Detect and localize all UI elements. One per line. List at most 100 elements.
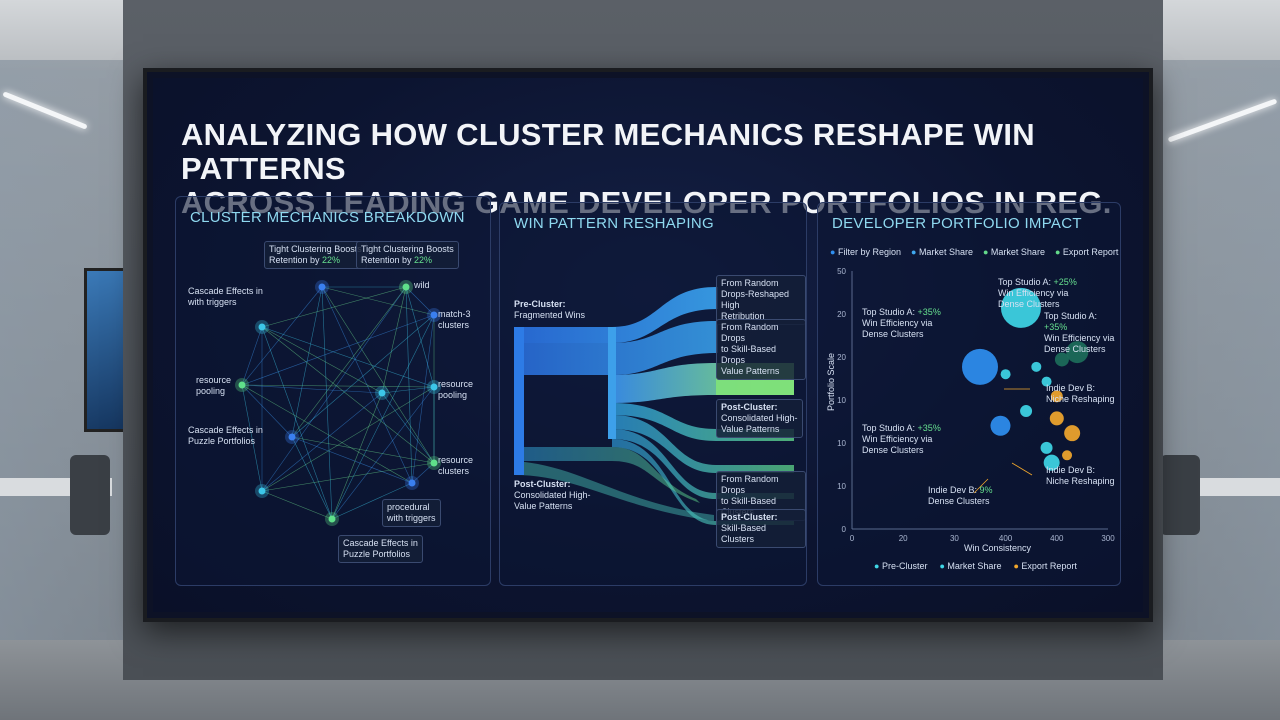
graph-edge [405, 286, 435, 316]
sankey-flow [514, 287, 718, 343]
legend-item[interactable]: ● Market Share [939, 561, 1002, 571]
graph-edge [331, 314, 435, 520]
sankey-node [514, 327, 524, 475]
desk [1185, 478, 1280, 496]
graph-edge [261, 490, 333, 520]
graph-node [318, 283, 326, 291]
y-tick-label: 20 [837, 353, 846, 362]
graph-node [378, 389, 386, 397]
graph-node [430, 311, 438, 319]
legend-item[interactable]: ● Export Report [1054, 247, 1119, 257]
scatter-point [1043, 454, 1060, 471]
x-tick-label: 30 [950, 534, 959, 543]
legend-bottom: ● Pre-Cluster ● Market Share ● Export Re… [874, 561, 1077, 572]
scatter-point [1000, 369, 1011, 380]
y-tick-label: 20 [837, 310, 846, 319]
sankey-flow [612, 439, 794, 525]
graph-edge [291, 436, 413, 484]
annotation: Indie Dev B:Niche Reshaping [1046, 465, 1115, 486]
y-tick-label: 10 [837, 396, 846, 405]
graph-edge [405, 286, 413, 484]
graph-edge [321, 286, 435, 464]
sankey-flow [514, 447, 700, 503]
graph-edge [291, 436, 435, 464]
x-axis-label: Win Consistency [964, 543, 1032, 553]
y-tick-label: 10 [837, 482, 846, 491]
graph-edge [381, 386, 435, 394]
graph-node [402, 283, 410, 291]
graph-edge [381, 286, 407, 394]
flow-label: Post-Cluster:Consolidated High-Value Pat… [514, 479, 591, 511]
graph-edge [261, 392, 383, 492]
graph-node [430, 383, 438, 391]
y-tick-label: 10 [837, 439, 846, 448]
graph-edge [261, 462, 435, 492]
graph-edge [321, 286, 333, 520]
graph-node [328, 515, 336, 523]
scatter-point [1049, 411, 1064, 426]
annotation-line [973, 478, 989, 494]
scatter-point [1040, 441, 1053, 454]
graph-edge [321, 286, 435, 316]
graph-edge [241, 384, 263, 492]
legend-item[interactable]: ● Market Share [910, 247, 973, 257]
sankey-flow [514, 461, 714, 521]
scatter-point [1054, 352, 1069, 367]
sankey-flow [612, 415, 794, 473]
graph-edge [241, 384, 293, 438]
scatter-point [990, 415, 1011, 436]
graph-edge [291, 286, 323, 438]
title-line-1: ANALYZING HOW CLUSTER MECHANICS RESHAPE … [181, 117, 1035, 186]
annotation: Indie Dev B: 9%Dense Clusters [928, 485, 993, 506]
scatter-point [962, 348, 998, 385]
x-tick-label: 300 [1101, 534, 1115, 543]
legend-item[interactable]: ● Market Share [982, 247, 1045, 257]
legend-item[interactable]: ● Pre-Cluster [874, 561, 928, 571]
graph-edge [405, 286, 435, 388]
panel-title: WIN PATTERN RESHAPING [514, 215, 714, 232]
legend-item[interactable]: ● Export Report [1013, 561, 1077, 571]
graph-edge [241, 314, 435, 386]
scatter-point [1041, 376, 1052, 387]
scatter-point [1066, 341, 1089, 364]
x-tick-label: 20 [899, 534, 908, 543]
graph-node [258, 487, 266, 495]
legend-top: ● Filter by Region ● Market Share ● Mark… [830, 247, 1118, 258]
cluster-mechanics-panel: CLUSTER MECHANICS BREAKDOWN Tight Cluste… [175, 196, 491, 586]
annotation-line [1011, 462, 1033, 476]
graph-edge [261, 326, 435, 464]
x-tick-label: 400 [1050, 534, 1064, 543]
flow-label: Post-Cluster:Skill-Based Clusters [716, 509, 806, 548]
graph-edge [291, 436, 333, 520]
annotation: Indie Dev B:Niche Reshaping [1046, 383, 1115, 404]
scatter-point [1064, 425, 1081, 442]
flow-label: Post-Cluster:Consolidated High-Value Pat… [716, 399, 803, 438]
graph-edge [331, 482, 413, 520]
graph-edge [241, 384, 413, 484]
scatter-point [1020, 405, 1033, 418]
graph-edge [241, 326, 263, 386]
legend-item[interactable]: ● Filter by Region [830, 247, 901, 257]
scatter-point [1000, 287, 1041, 328]
graph-edge [381, 392, 435, 464]
win-pattern-panel: WIN PATTERN RESHAPING [499, 202, 807, 586]
display-screen: ANALYZING HOW CLUSTER MECHANICS RESHAPE … [143, 68, 1153, 622]
scatter-point [1031, 361, 1042, 372]
y-tick-label: 50 [837, 267, 846, 276]
graph-edge [241, 286, 323, 386]
graph-node [288, 433, 296, 441]
scatter-point [1050, 390, 1063, 403]
